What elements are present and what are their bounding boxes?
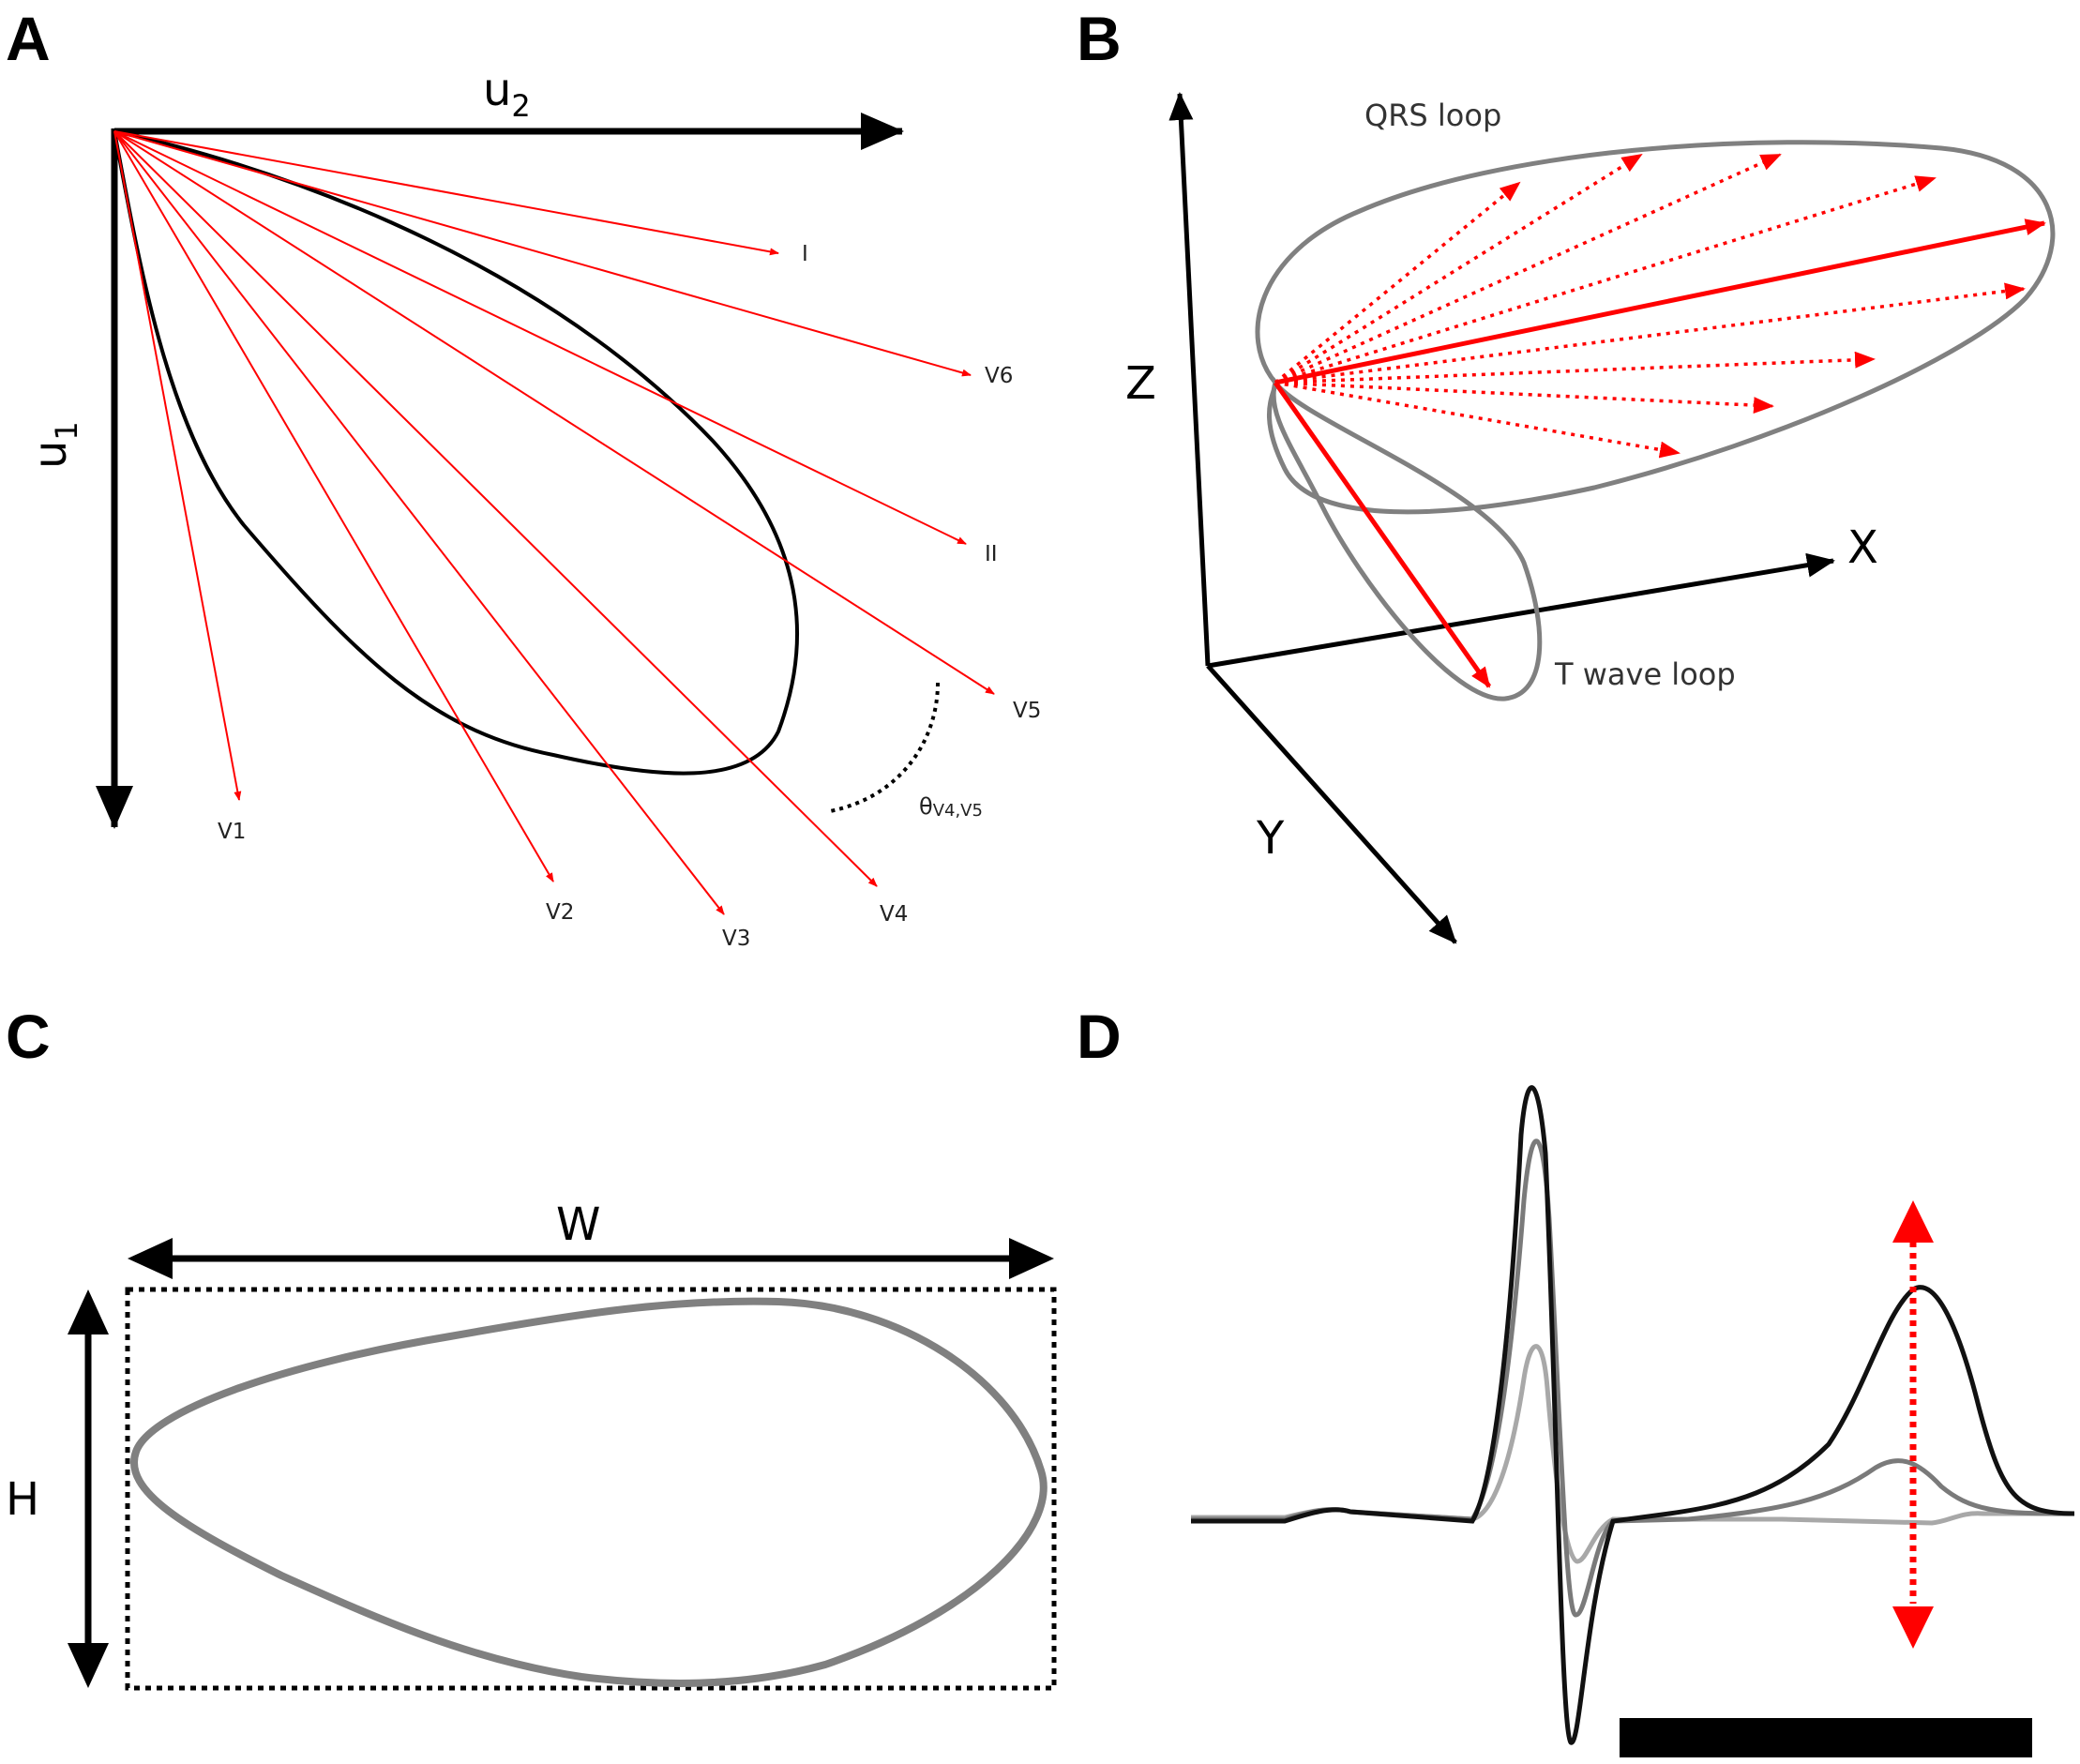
qrs-vector: [1274, 153, 1782, 384]
lead-vector-v6: [113, 130, 972, 377]
y-axis: [1206, 664, 1457, 944]
height-arrow-bottom-head: [68, 1643, 109, 1688]
ecg-trace-dark: [1191, 1085, 2075, 1745]
t-wave-loop-label: T wave loop: [1554, 656, 1736, 692]
lead-vector-v4: [113, 130, 878, 887]
qrs-main-vector: [1274, 219, 2046, 385]
y-axis-label: Y: [1256, 812, 1285, 865]
panel-c: C W H: [6, 1002, 1057, 1691]
x-axis-label: X: [1847, 521, 1878, 574]
lead-label-v5: V5: [1013, 699, 1041, 723]
t-wave-loop: [1271, 377, 1543, 701]
lead-label-v1: V1: [218, 820, 246, 844]
lead-vector-v5: [113, 130, 995, 695]
t-wave-main-vector: [1273, 381, 1492, 688]
amplitude-arrow-bottom-head: [1892, 1606, 1934, 1649]
ecg-trace-mid: [1191, 1138, 2075, 1618]
width-arrow-left-head: [128, 1238, 173, 1279]
amplitude-arrow-top-head: [1892, 1200, 1934, 1243]
qrs-vector: [1274, 381, 1681, 459]
x-axis: [1207, 552, 1835, 669]
lead-vector-v2: [113, 130, 554, 882]
qrs-vector: [1274, 381, 1774, 415]
panel-a-letter: A: [6, 4, 51, 73]
lead-vectors: [113, 130, 995, 915]
width-label: W: [556, 1199, 600, 1251]
scale-bar: [1620, 1718, 2032, 1757]
lead-label-ii: II: [985, 542, 998, 566]
lead-label-i: I: [802, 242, 808, 266]
angle-arc: [829, 682, 940, 813]
vector-loop-shape: [130, 1297, 1048, 1687]
panel-b-letter: B: [1077, 4, 1122, 73]
u2-axis-label: u2: [483, 64, 531, 124]
lead-vector-ii: [113, 130, 967, 545]
lead-label-v4: V4: [880, 902, 908, 927]
width-arrow-right-head: [1009, 1238, 1054, 1279]
z-axis: [1168, 92, 1211, 667]
lead-vector-i: [113, 130, 779, 256]
qrs-vector: [1274, 153, 1643, 384]
lead-vector-v1: [113, 130, 242, 801]
qrs-vector: [1274, 282, 2026, 384]
qrs-vector: [1274, 175, 1937, 384]
lead-label-v3: V3: [722, 927, 750, 951]
lead-label-v2: V2: [546, 900, 574, 925]
panel-c-letter: C: [6, 1002, 51, 1071]
height-arrow-top-head: [68, 1289, 109, 1334]
qrs-vector: [1274, 181, 1521, 384]
qrs-loop: [1255, 140, 2056, 515]
panel-b: B Z X Y QRS loop T wave loop: [1077, 4, 2056, 944]
ecg-trace-light: [1191, 1344, 2074, 1564]
qrs-loop-label: QRS loop: [1364, 98, 1501, 133]
height-label: H: [6, 1473, 39, 1526]
lead-vector-v3: [113, 130, 725, 915]
qrs-vector: [1274, 351, 1876, 384]
lead-label-v6: V6: [985, 364, 1013, 388]
qrs-dotted-vectors: [1274, 153, 2026, 459]
panel-d-letter: D: [1077, 1002, 1122, 1071]
z-axis-label: Z: [1125, 357, 1156, 410]
panel-a: A u2 u1 I V6 II V5 V4 V3 V2 V1 θV4,V5: [6, 4, 1041, 951]
bounding-box: [125, 1287, 1057, 1691]
angle-label: θV4,V5: [919, 793, 983, 821]
u1-axis-label: u1: [24, 421, 84, 469]
vector-loop: [112, 128, 800, 776]
panel-d: D: [1077, 1002, 2075, 1757]
